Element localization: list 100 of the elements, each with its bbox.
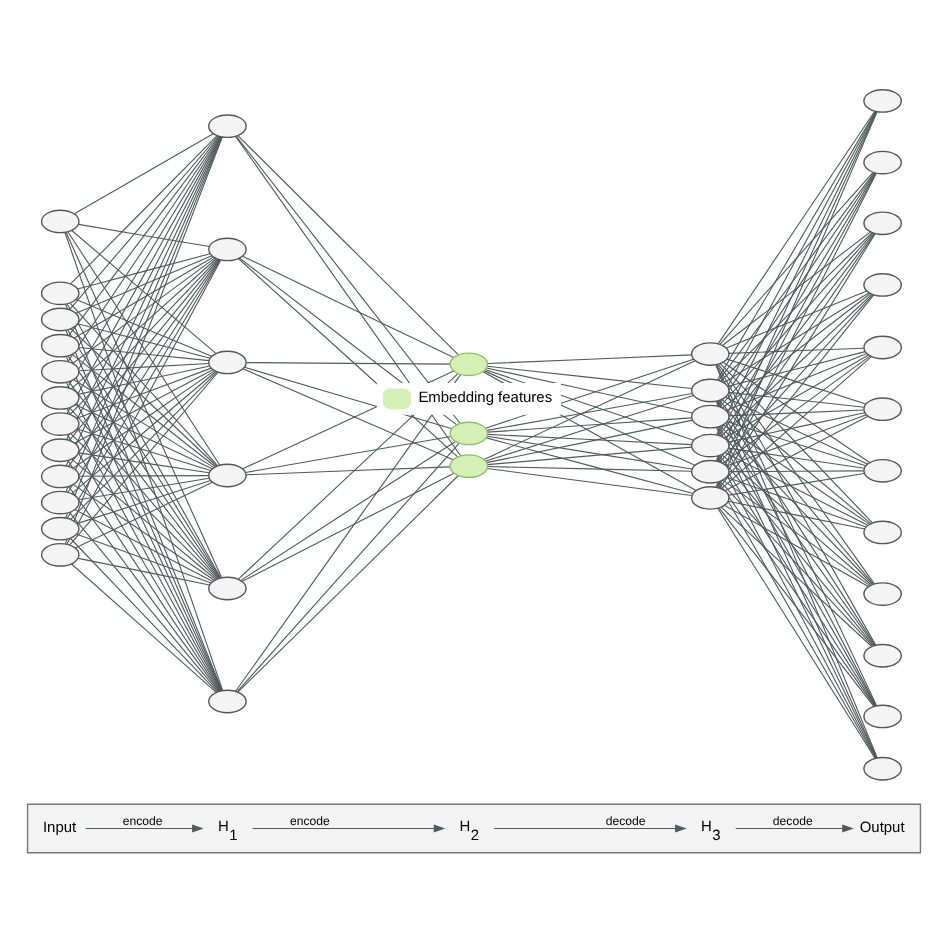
arrow [85, 824, 204, 833]
connector [487, 354, 693, 365]
connector [241, 472, 455, 582]
connector [70, 328, 218, 467]
connector [77, 323, 211, 359]
connector [71, 353, 216, 468]
connector [70, 433, 218, 580]
connector [77, 557, 211, 586]
legend-label: Embedding features [418, 388, 553, 407]
connector [74, 481, 213, 549]
connector [76, 428, 211, 472]
cluster [26, 803, 922, 854]
connector [719, 480, 873, 647]
connector [76, 480, 212, 525]
node-circle [40, 209, 80, 234]
connector [71, 371, 217, 495]
node-circle [863, 273, 902, 297]
node-circle [690, 459, 730, 484]
connector [487, 466, 693, 472]
connector [76, 533, 212, 584]
connector [486, 435, 693, 470]
connector [487, 433, 693, 446]
node-circle [863, 704, 902, 729]
connector [73, 133, 214, 215]
connector [724, 504, 869, 588]
connector [721, 293, 871, 409]
connector [70, 135, 218, 285]
node-circle [690, 433, 730, 458]
connector [237, 135, 459, 356]
connector [486, 467, 693, 497]
connector [486, 367, 694, 414]
node-circle [863, 756, 902, 781]
node-circle [40, 542, 80, 567]
node-circle [690, 485, 730, 510]
node-circle [863, 89, 902, 113]
connector [487, 417, 693, 433]
connector [723, 354, 870, 439]
connector [728, 347, 865, 354]
node-circle [863, 150, 902, 175]
connector [75, 367, 212, 419]
connector [724, 396, 868, 465]
node-circle [40, 412, 80, 436]
connector [245, 466, 451, 476]
connector [71, 458, 217, 581]
connector [78, 477, 210, 501]
connector [727, 500, 866, 530]
connector [485, 437, 694, 495]
connector [77, 253, 211, 290]
connector [728, 470, 865, 473]
connector [486, 393, 693, 431]
node-circle [863, 335, 902, 360]
connector [245, 362, 451, 365]
node-circle [690, 342, 730, 366]
node-circle [863, 211, 902, 236]
node-circle [40, 516, 80, 541]
node-circle [208, 114, 247, 139]
connector [235, 374, 462, 692]
connector [726, 476, 867, 528]
node-circle [208, 576, 247, 601]
node-text: Output [859, 818, 905, 837]
connector [728, 409, 865, 417]
connector [75, 255, 213, 314]
connector [64, 231, 224, 691]
node-circle [40, 307, 80, 332]
node-circle [208, 237, 247, 262]
connector [727, 412, 866, 443]
connector [721, 356, 872, 490]
node-circle [40, 490, 80, 515]
node-circle [40, 464, 80, 489]
connector [74, 509, 214, 582]
connector [719, 363, 874, 524]
connector [78, 362, 210, 372]
connector [724, 452, 869, 526]
node-circle [40, 333, 80, 358]
connector [722, 424, 871, 525]
connector [65, 231, 223, 579]
connector [78, 452, 210, 474]
node-circle [208, 463, 247, 488]
node-circle [40, 438, 80, 463]
connector [242, 255, 455, 359]
connector [719, 172, 874, 345]
connector [70, 371, 218, 520]
connector [486, 446, 693, 466]
arrow [735, 824, 854, 833]
node-circle [40, 359, 80, 384]
node-text: Input [42, 818, 77, 837]
connector [78, 346, 210, 362]
arrow [493, 824, 687, 833]
connector [721, 231, 871, 347]
connector [721, 398, 872, 525]
node-circle [449, 421, 489, 446]
node-circle [863, 643, 902, 668]
connector [486, 365, 693, 390]
node-circle [863, 520, 902, 545]
connector [77, 365, 211, 395]
connector [725, 290, 868, 349]
node-circle [863, 582, 902, 606]
connector [724, 415, 869, 492]
connector [69, 258, 218, 415]
connector [78, 223, 210, 248]
